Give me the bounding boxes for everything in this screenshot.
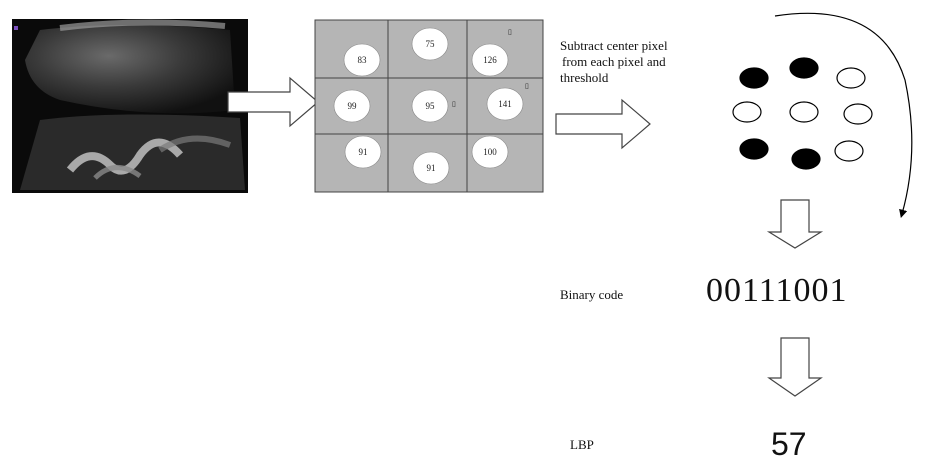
grid-value: 95 — [426, 101, 436, 111]
grid-glyph-mark: ▯ — [525, 82, 529, 90]
curved-direction-arrow — [774, 12, 913, 219]
neighbor-dot-bottom-center — [791, 148, 821, 170]
grid-value: 126 — [483, 55, 497, 65]
threshold-pattern — [732, 57, 873, 170]
grid-cell-middle-right: 141 — [486, 87, 524, 121]
arrow-to-grid — [227, 76, 319, 128]
step-label-line: Subtract center pixel — [560, 38, 668, 53]
grid-cell-bottom-right: 100 — [471, 135, 509, 169]
grid-cell-center: 95 — [411, 89, 449, 123]
grid-cell-bottom-center: 91 — [412, 151, 450, 185]
neighbor-dot-bottom-left — [739, 138, 769, 160]
arrow-to-binary — [766, 199, 824, 249]
arrow-to-lbp — [767, 337, 823, 397]
step-label: Subtract center pixel from each pixel an… — [560, 38, 671, 85]
grid-value: 99 — [348, 101, 358, 111]
grid-cell-top-center: 75 — [411, 27, 449, 61]
neighbor-dot-middle-left — [732, 101, 762, 123]
neighbor-dot-middle-right — [843, 103, 873, 125]
grid-value: 141 — [498, 99, 512, 109]
neighbor-dot-top-center — [789, 57, 819, 79]
grid-value: 83 — [358, 55, 368, 65]
pixel-grid: 83 75 126 99 95 141 91 91 — [314, 19, 544, 193]
grid-value: 100 — [483, 147, 497, 157]
binary-code-label: Binary code — [560, 287, 623, 302]
neighbor-dot-bottom-right — [834, 140, 864, 162]
lbp-label: LBP — [570, 437, 594, 452]
ultrasound-image — [12, 19, 248, 193]
grid-value: 91 — [359, 147, 368, 157]
grid-cell-bottom-left: 91 — [344, 135, 382, 169]
lbp-value: 57 — [771, 426, 807, 462]
grid-glyph-mark: ▯ — [508, 28, 512, 36]
grid-cell-top-right: 126 — [471, 43, 509, 77]
neighbor-dot-top-left — [739, 67, 769, 89]
center-dot — [789, 101, 819, 123]
step-label-line: from each pixel and — [562, 54, 666, 69]
grid-value: 91 — [427, 163, 436, 173]
grid-glyph-mark: ▯ — [452, 100, 456, 108]
grid-value: 75 — [426, 39, 436, 49]
step-label-line: threshold — [560, 70, 609, 85]
grid-cell-middle-left: 99 — [333, 89, 371, 123]
arrow-to-threshold — [555, 98, 651, 150]
grid-cell-top-left: 83 — [343, 43, 381, 77]
binary-code-value: 00111001 — [706, 272, 847, 309]
neighbor-dot-top-right — [836, 67, 866, 89]
